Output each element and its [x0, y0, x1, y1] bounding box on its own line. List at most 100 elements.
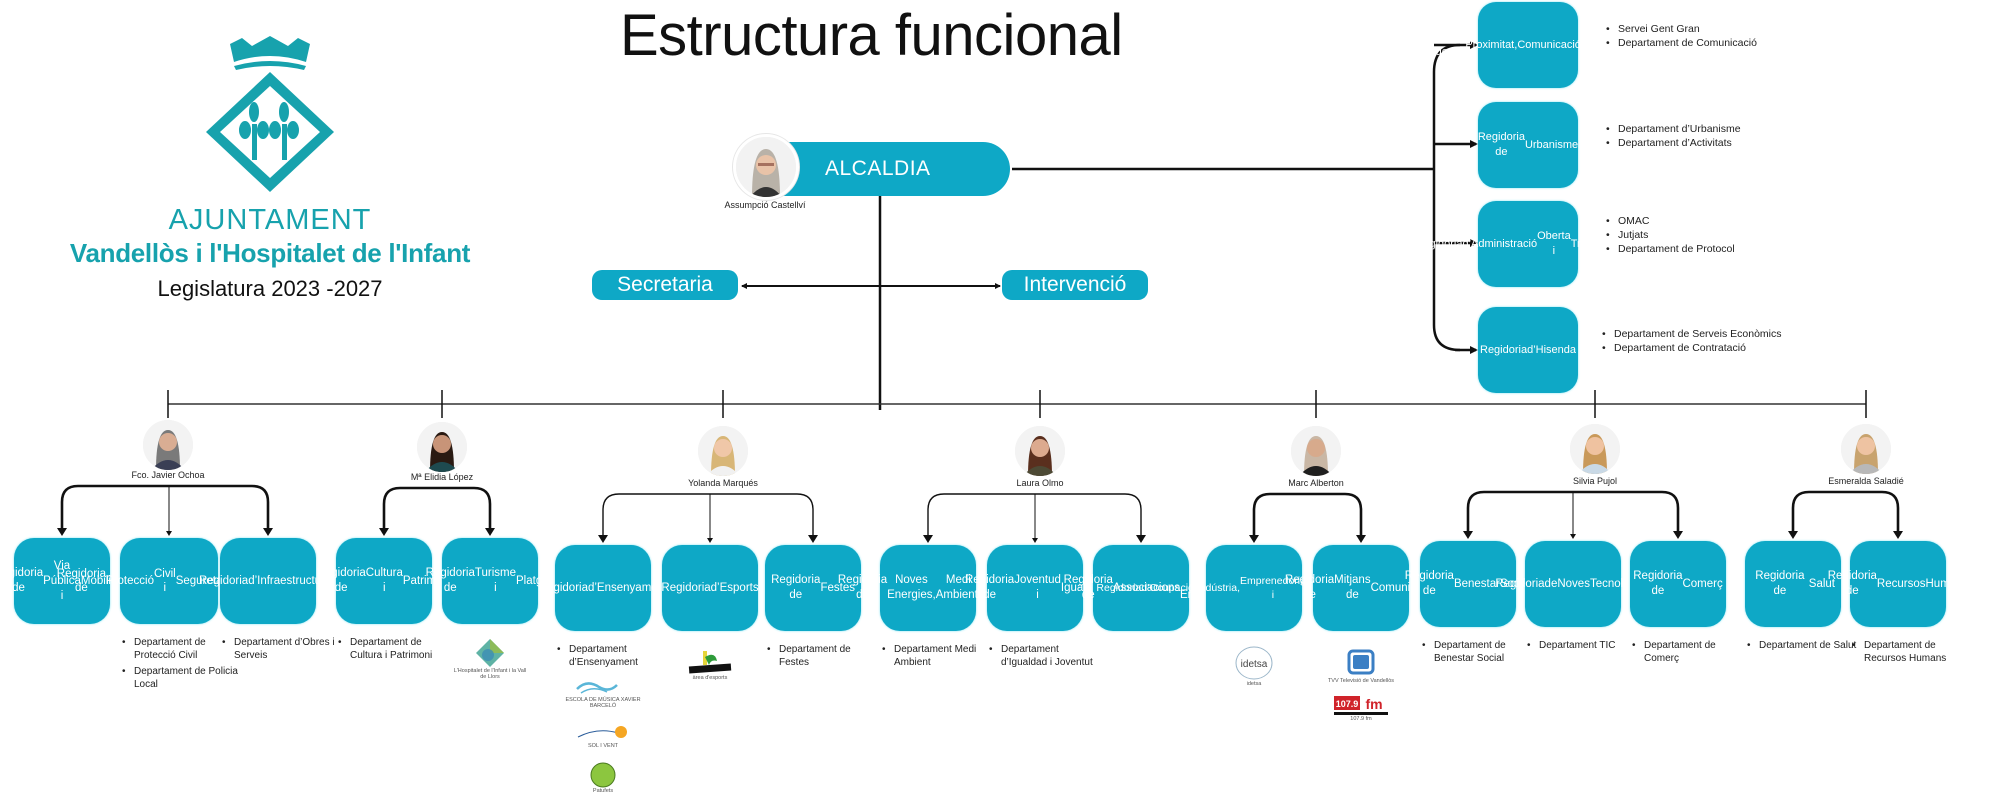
regidoria-label-line: Regidoria de: [964, 574, 1015, 601]
music-school-logo-icon: [576, 682, 618, 694]
person-photo-icon: [698, 426, 748, 476]
department-list: Departament Medi Ambient: [882, 643, 998, 672]
department-item: Jutjats: [1606, 229, 1866, 242]
arrow-head: [1356, 535, 1366, 543]
svg-text:idetsa: idetsa: [1241, 659, 1268, 670]
branch-arc: [60, 484, 270, 532]
tourism-logo-icon: [476, 639, 504, 667]
regidoria-label-line: Regidoria de: [56, 568, 107, 594]
alcaldia-label: ALCALDIA: [825, 157, 931, 180]
logo-ajuntament-text: AJUNTAMENT: [168, 204, 372, 236]
councillor-name: Silvia Pujol: [1572, 476, 1618, 486]
department-item: Departament de Salut: [1747, 639, 1863, 652]
department-item: Departament de Protecció Civil: [122, 636, 240, 662]
partner-logo-caption: Patufets: [592, 788, 614, 794]
regidoria-label-line: Associacions: [1112, 581, 1180, 594]
department-item: Departament de Benestar Social: [1422, 639, 1538, 665]
department-list: Servei Gent GranDepartament de Comunicac…: [1606, 23, 1866, 51]
arrow-head: [485, 528, 495, 536]
councillor-name: Laura Olmo: [1016, 478, 1064, 488]
person-photo-icon: [1291, 426, 1341, 476]
department-item: Servei Gent Gran: [1606, 23, 1866, 36]
intervencio-node[interactable]: Intervenció: [1002, 270, 1148, 300]
regidoria-label-line: Social: [1499, 577, 1532, 590]
councillor-name: Esmeralda Saladié: [1828, 476, 1904, 486]
regidoria-label-line: Humans: [1925, 577, 1969, 590]
legislatura-label: Legislatura 2023 -2027: [157, 276, 383, 301]
regidoria-label-line: Regidoria: [1480, 343, 1528, 356]
tv-logo-icon: [1347, 649, 1375, 675]
regidoria-label-line: d’Hisenda: [1527, 343, 1577, 356]
arrow-head: [1249, 535, 1259, 543]
regidoria-label-line: Medi Ambient,: [935, 574, 982, 601]
arrow-head: [1136, 535, 1146, 543]
arrow-head: [1463, 531, 1473, 539]
patufets-logo-icon: [590, 762, 616, 788]
arrow-head: [1570, 534, 1576, 539]
regidoria-label-line: Comerç: [1682, 577, 1723, 590]
department-item: Departament d’Urbanisme: [1606, 123, 1866, 136]
councillor-name: Mª Elidia López: [410, 472, 474, 482]
department-item: OMAC: [1606, 215, 1866, 228]
alcaldia-node[interactable]: ALCALDIA: [775, 142, 1010, 196]
arrow-head: [166, 531, 172, 536]
department-item: Departament de Festes: [767, 643, 883, 669]
regidoria-label-line: Cultura i: [365, 567, 403, 594]
department-list: Departament de Serveis EconòmicsDepartam…: [1602, 328, 1862, 356]
partner-logo: SOL I VENT: [555, 713, 651, 759]
arrow-head: [263, 528, 273, 536]
arrow-head: [707, 538, 713, 543]
secretaria-node[interactable]: Secretaria: [592, 270, 738, 300]
partner-logo: L'Hospitalet de l'Infant i la Vall de Ll…: [442, 636, 538, 682]
person-photo-icon: [417, 422, 467, 472]
regidoria-label-line: d’Esports: [710, 581, 759, 594]
regidoria-label-line: Urbanisme: [1524, 138, 1579, 151]
regidoria-label-line: Regidoria de: [1755, 570, 1805, 597]
department-item: Departament de Contratació: [1602, 342, 1862, 355]
regidoria-label-line: Regidoria de: [1633, 570, 1683, 597]
regidoria-label-line: Regidoria de: [837, 574, 888, 601]
arrow-head: [1788, 531, 1798, 539]
partner-logo-caption: idetsa: [1246, 681, 1262, 687]
sol-i-vent-logo-icon: [577, 726, 627, 738]
councillor-avatar: [1015, 426, 1065, 476]
department-item: Departament de Comunicació: [1606, 37, 1866, 50]
department-list: Departament de Comerç: [1632, 639, 1748, 668]
partner-logo: Patufets: [555, 755, 651, 800]
regidoria-label-line: Festes: [820, 581, 855, 594]
councillor-avatar: [1570, 424, 1620, 474]
regidoria-label-line: Regidoria: [661, 581, 711, 594]
partner-logo-caption: ESCOLA DE MÚSICA XAVIER BARCELÓ: [565, 697, 641, 709]
regidoria-label-line: Regidoria: [538, 581, 588, 594]
regidoria-label-line: Regidoria de: [425, 567, 475, 594]
regidoria-label-line: Platges: [516, 574, 555, 587]
regidoria-label-line: Via Pública i: [43, 559, 81, 602]
person-photo-icon: [736, 137, 796, 197]
councillor-name: Fco. Javier Ochoa: [131, 470, 205, 480]
regidoria-label-line: Regidoria: [1415, 237, 1463, 250]
partner-logo-caption: SOL I VENT: [587, 743, 619, 749]
